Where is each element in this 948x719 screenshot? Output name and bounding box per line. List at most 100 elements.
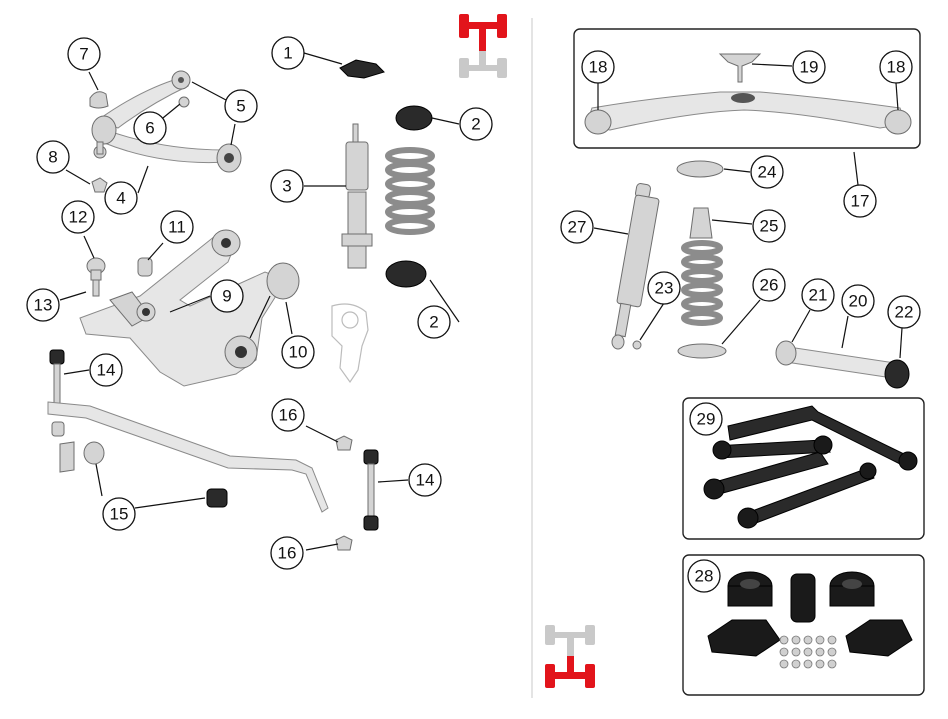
callout-14-right: 14 <box>408 463 442 497</box>
part-coil-spring-front <box>385 147 435 235</box>
svg-text:23: 23 <box>655 279 674 298</box>
svg-text:9: 9 <box>222 287 231 306</box>
part-23-nut <box>632 340 642 350</box>
svg-text:14: 14 <box>97 361 116 380</box>
part-2-isolator-top <box>395 105 433 131</box>
callout-12: 12 <box>61 200 95 234</box>
svg-text:13: 13 <box>34 296 53 315</box>
part-lower-arm-bushing-top-hole <box>221 238 231 248</box>
svg-text:11: 11 <box>168 218 186 237</box>
svg-text:27: 27 <box>568 218 587 237</box>
callout-8: 8 <box>36 140 70 174</box>
callout-2-bottom: 2 <box>417 305 451 339</box>
callout-5: 5 <box>224 89 258 123</box>
callout-19: 19 <box>792 50 826 84</box>
svg-text:6: 6 <box>145 119 154 138</box>
callout-21: 21 <box>801 278 835 312</box>
callout-16-bottom: 16 <box>270 536 304 570</box>
part-14-sway-link-right <box>363 449 379 531</box>
callout-6: 6 <box>133 111 167 145</box>
svg-text:21: 21 <box>809 286 828 305</box>
front-axle-indicator-icon <box>459 14 507 78</box>
callout-28: 28 <box>687 559 721 593</box>
part-12-lower-ball-joint <box>86 257 106 297</box>
part-26-isolator <box>677 343 727 359</box>
part-11-bushing <box>137 257 153 277</box>
svg-text:4: 4 <box>116 189 125 208</box>
svg-text:7: 7 <box>79 45 88 64</box>
svg-text:24: 24 <box>758 163 777 182</box>
callout-16-top: 16 <box>271 398 305 432</box>
part-lower-arm-bushing-bottom-hole <box>235 346 247 358</box>
rear-axle-indicator-icon <box>545 625 595 688</box>
part-1-shock-mount <box>339 59 385 79</box>
svg-text:25: 25 <box>760 217 779 236</box>
svg-text:1: 1 <box>283 44 292 63</box>
svg-text:26: 26 <box>760 276 779 295</box>
callout-9: 9 <box>210 279 244 313</box>
part-6-nut <box>178 96 190 108</box>
part-20-rear-control-arm <box>775 340 910 389</box>
part-16-nut-top <box>335 435 353 451</box>
callout-15: 15 <box>102 497 136 531</box>
callout-11: 11 <box>160 210 194 244</box>
svg-text:22: 22 <box>895 303 914 322</box>
callout-27: 27 <box>560 210 594 244</box>
callout-29: 29 <box>689 402 723 436</box>
part-3-front-shock <box>341 123 373 269</box>
svg-text:17: 17 <box>851 192 870 211</box>
callout-13: 13 <box>26 288 60 322</box>
callout-4: 4 <box>104 181 138 215</box>
svg-text:16: 16 <box>279 406 298 425</box>
part-2-isolator-bottom <box>385 260 427 288</box>
svg-text:5: 5 <box>236 97 245 116</box>
part-coil-spring-rear <box>681 240 723 326</box>
part-sway-bar <box>47 401 329 513</box>
callout-20: 20 <box>841 284 875 318</box>
svg-text:10: 10 <box>289 343 308 362</box>
svg-text:16: 16 <box>278 544 297 563</box>
svg-text:15: 15 <box>110 505 129 524</box>
svg-text:29: 29 <box>697 410 716 429</box>
callout-7: 7 <box>67 37 101 71</box>
callout-18-left: 18 <box>581 50 615 84</box>
svg-text:12: 12 <box>69 208 88 227</box>
part-5-bushing-bottom-hole <box>224 153 234 163</box>
part-8-nut <box>91 177 108 193</box>
callout-26: 26 <box>752 268 786 302</box>
part-15-sway-bushings <box>51 421 228 508</box>
part-14-sway-link-left <box>49 349 65 405</box>
part-25-bump-stop <box>689 207 713 239</box>
part-5-bushing-top-hole <box>178 77 184 83</box>
svg-text:3: 3 <box>282 177 291 196</box>
svg-text:2: 2 <box>471 115 480 134</box>
part-19-mount <box>718 53 762 83</box>
part-29-control-arm-kit <box>703 405 918 529</box>
box-part-17 <box>573 28 921 149</box>
svg-text:8: 8 <box>48 148 57 167</box>
callout-23: 23 <box>647 271 681 305</box>
svg-text:2: 2 <box>429 313 438 332</box>
callout-14-left: 14 <box>89 353 123 387</box>
svg-text:28: 28 <box>695 567 714 586</box>
part-27-rear-shock <box>611 183 660 350</box>
callout-10: 10 <box>281 335 315 369</box>
svg-text:18: 18 <box>589 58 608 77</box>
svg-text:19: 19 <box>800 58 819 77</box>
part-4-upper-control-arm <box>91 77 229 164</box>
callout-3: 3 <box>270 169 304 203</box>
callout-24: 24 <box>750 155 784 189</box>
svg-text:20: 20 <box>849 292 868 311</box>
svg-text:14: 14 <box>416 471 435 490</box>
callout-22: 22 <box>887 295 921 329</box>
leader-lines <box>59 52 903 551</box>
part-16-nut-bottom <box>335 535 353 551</box>
callout-18-right: 18 <box>879 50 913 84</box>
ghost-steering-knuckle <box>331 303 369 384</box>
callout-1: 1 <box>271 36 305 70</box>
part-24-isolator <box>676 160 724 178</box>
part-28-lift-kit <box>707 571 913 669</box>
callout-25: 25 <box>752 209 786 243</box>
part-7-bump-cap <box>89 91 109 109</box>
